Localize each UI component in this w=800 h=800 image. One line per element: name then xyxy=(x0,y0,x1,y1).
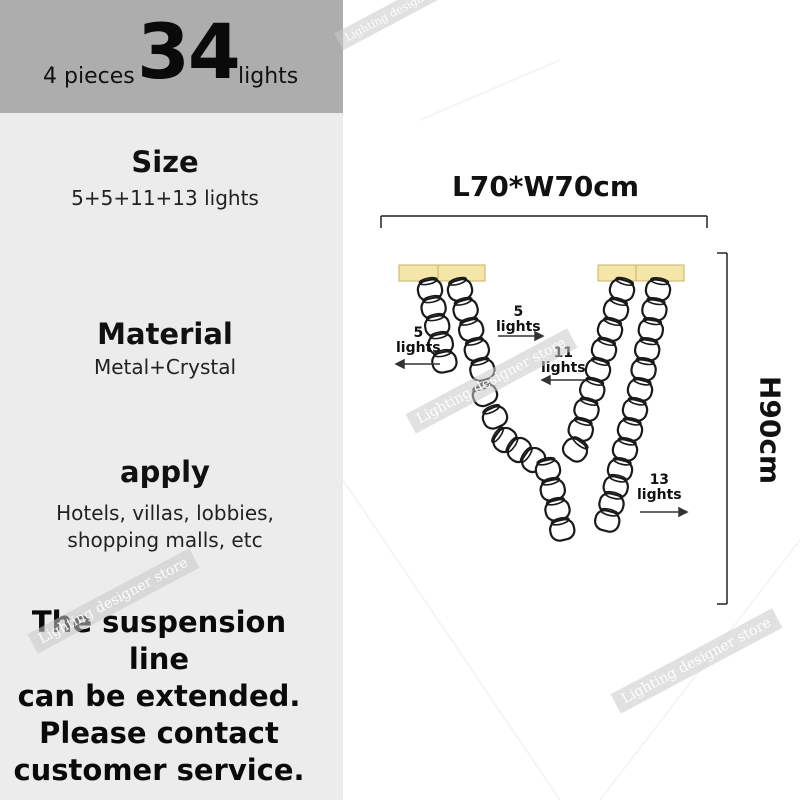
apply-line-2: shopping malls, etc xyxy=(67,528,263,552)
crystal-segment xyxy=(578,376,606,402)
apply-line-1: Hotels, villas, lobbies, xyxy=(56,501,274,525)
background-line xyxy=(419,59,561,121)
crystal-segment xyxy=(590,336,618,362)
crystal-strands xyxy=(416,276,672,542)
crystal-segment xyxy=(534,456,562,482)
crystal-segment xyxy=(616,416,644,442)
apply-title: apply xyxy=(120,455,210,489)
crystal-segment xyxy=(573,396,600,422)
size-value: 5+5+11+13 lights xyxy=(71,186,259,210)
notice-line-2: can be extended. xyxy=(17,679,301,713)
crystal-segment xyxy=(611,436,639,462)
height-dimension-bracket xyxy=(717,252,728,605)
crystal-segment xyxy=(446,276,474,302)
crystal-segment xyxy=(637,316,665,342)
material-value: Metal+Crystal xyxy=(93,355,237,379)
info-panel: 4 pieces 34 lights Size 5+5+11+13 lights… xyxy=(0,0,343,800)
height-dimension-label: H90cm xyxy=(753,375,787,485)
pieces-label: 4 pieces xyxy=(43,64,135,89)
crystal-segment xyxy=(593,507,621,533)
crystal-segment xyxy=(549,516,576,542)
strand-label-2: 5 lights xyxy=(496,304,541,335)
material-title: Material xyxy=(97,317,233,351)
crystal-segment xyxy=(463,336,491,362)
lights-label: lights xyxy=(238,64,299,89)
crystal-segment xyxy=(626,376,654,402)
strand-label-1: 5 lights xyxy=(396,325,441,356)
width-dimension-label: L70*W70cm xyxy=(452,170,640,203)
width-dimension-bracket xyxy=(380,215,708,228)
crystal-segment xyxy=(452,296,479,322)
light-count-number: 34 xyxy=(137,7,241,96)
strand-arrows xyxy=(394,330,689,518)
ceiling-canopy-left xyxy=(398,264,486,282)
background-line xyxy=(342,479,561,800)
light-count-header: 4 pieces 34 lights xyxy=(0,0,343,113)
size-title: Size xyxy=(131,145,199,179)
ceiling-canopy-right xyxy=(597,264,685,282)
crystal-segment xyxy=(544,496,571,522)
crystal-segment xyxy=(481,403,509,430)
notice-line-4: customer service. xyxy=(13,753,305,787)
strand-label-4: 13 lights xyxy=(637,472,682,503)
notice-line-3: Please contact xyxy=(39,716,279,750)
crystal-segment xyxy=(561,436,589,463)
